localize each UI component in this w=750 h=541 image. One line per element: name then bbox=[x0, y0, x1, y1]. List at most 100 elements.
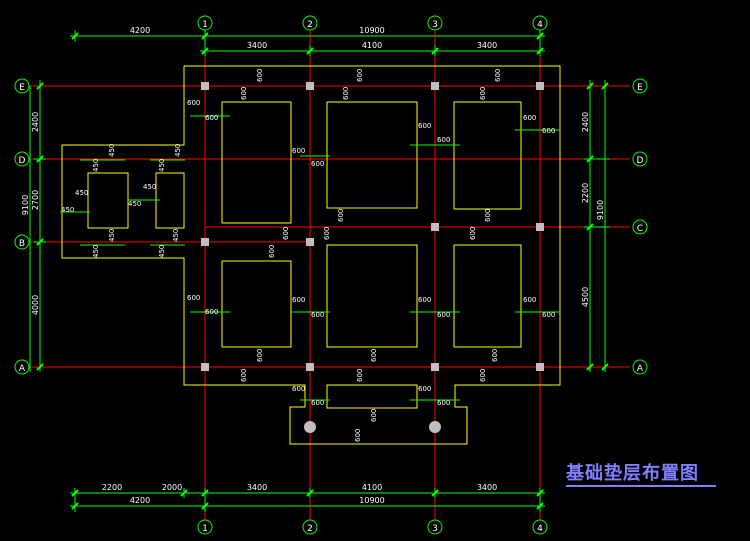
axis-labels: 1 2 3 4 1 2 3 4 E D B A E D C A bbox=[19, 20, 644, 534]
dim-top-s23: 4100 bbox=[362, 41, 382, 50]
axis-d-right: D bbox=[637, 156, 644, 166]
dim-right-total: 9100 bbox=[596, 200, 605, 220]
offset-600: 600 bbox=[356, 369, 364, 382]
dim-top-s12: 3400 bbox=[247, 41, 267, 50]
title-underline bbox=[566, 485, 716, 487]
axis-bubbles bbox=[14, 15, 648, 535]
offset-labels: 600 600 600 600 600 600 600 600 600 600 … bbox=[61, 69, 555, 442]
dim-bottom-s12: 3400 bbox=[247, 483, 267, 492]
footing-pad bbox=[87, 172, 129, 229]
axis-3-top: 3 bbox=[432, 20, 438, 30]
dim-bottom-s23: 4100 bbox=[362, 483, 382, 492]
dim-right-ca: 4500 bbox=[581, 287, 590, 307]
dim-bottom-s34: 3400 bbox=[477, 483, 497, 492]
offset-600: 600 bbox=[354, 429, 362, 442]
offset-600: 600 bbox=[342, 87, 350, 100]
offset-600: 600 bbox=[437, 136, 450, 144]
axis-d-left: D bbox=[19, 156, 26, 166]
offset-600: 600 bbox=[370, 349, 378, 362]
offset-600: 600 bbox=[437, 399, 450, 407]
dim-right-ed: 2400 bbox=[581, 112, 590, 132]
offset-600: 600 bbox=[268, 245, 276, 258]
dim-right-dc: 2200 bbox=[581, 183, 590, 203]
axis-e-left: E bbox=[19, 83, 25, 93]
dim-bottom-left-ext: 4200 bbox=[130, 496, 150, 505]
footing-pad bbox=[326, 384, 418, 409]
offset-450: 450 bbox=[174, 144, 182, 157]
dim-left-ba: 4000 bbox=[31, 295, 40, 315]
offset-600: 600 bbox=[437, 311, 450, 319]
dim-bottom-2200: 2200 bbox=[102, 483, 122, 492]
axis-1-bottom: 1 bbox=[202, 524, 208, 534]
offset-600: 600 bbox=[292, 147, 305, 155]
offset-600: 600 bbox=[418, 122, 431, 130]
footing-pad bbox=[453, 244, 522, 348]
offset-600: 600 bbox=[337, 209, 345, 222]
dim-bottom-2000: 2000 bbox=[162, 483, 182, 492]
dim-top-left-ext: 4200 bbox=[130, 26, 150, 35]
footing-pad bbox=[453, 101, 522, 210]
dim-bottom-total: 10900 bbox=[359, 496, 384, 505]
offset-600: 600 bbox=[418, 296, 431, 304]
axis-c-right: C bbox=[637, 224, 643, 234]
footing-pad bbox=[221, 260, 292, 348]
footing-pad bbox=[155, 172, 185, 229]
offset-450: 450 bbox=[172, 229, 180, 242]
offset-450: 450 bbox=[158, 159, 166, 172]
offset-600: 600 bbox=[256, 349, 264, 362]
offset-600: 600 bbox=[542, 127, 555, 135]
axis-2-top: 2 bbox=[307, 20, 313, 30]
offset-600: 600 bbox=[479, 369, 487, 382]
axis-1-top: 1 bbox=[202, 20, 208, 30]
offset-600: 600 bbox=[187, 99, 200, 107]
axis-4-bottom: 4 bbox=[537, 524, 543, 534]
offset-450: 450 bbox=[92, 245, 100, 258]
drawing-title: 基础垫层布置图 bbox=[566, 463, 699, 484]
offset-450: 450 bbox=[108, 229, 116, 242]
dim-top-s34: 3400 bbox=[477, 41, 497, 50]
offset-450: 450 bbox=[92, 159, 100, 172]
offset-600: 600 bbox=[205, 308, 218, 316]
offset-600: 600 bbox=[542, 311, 555, 319]
axis-e-right: E bbox=[637, 83, 643, 93]
axis-b-left: B bbox=[19, 239, 25, 249]
offset-600: 600 bbox=[494, 69, 502, 82]
dimension-lines bbox=[29, 30, 610, 512]
foundation-outline bbox=[61, 65, 561, 445]
offset-600: 600 bbox=[491, 349, 499, 362]
offset-600: 600 bbox=[256, 69, 264, 82]
offset-600: 600 bbox=[323, 227, 331, 240]
offset-450: 450 bbox=[108, 144, 116, 157]
dimension-ticks bbox=[36, 32, 609, 510]
offset-600: 600 bbox=[292, 296, 305, 304]
offset-450: 450 bbox=[158, 245, 166, 258]
axis-4-top: 4 bbox=[537, 20, 543, 30]
dimension-text: 4200 10900 3400 4100 3400 2200 2000 3400… bbox=[21, 26, 605, 505]
offset-600: 600 bbox=[356, 69, 364, 82]
offset-600: 600 bbox=[418, 385, 431, 393]
offset-600: 600 bbox=[484, 209, 492, 222]
offset-450: 450 bbox=[61, 206, 74, 214]
offset-600: 600 bbox=[311, 311, 324, 319]
offset-450: 450 bbox=[75, 189, 88, 197]
offset-600: 600 bbox=[311, 399, 324, 407]
offset-450: 450 bbox=[128, 200, 141, 208]
offset-600: 600 bbox=[205, 114, 218, 122]
footing-pad bbox=[221, 101, 292, 224]
columns bbox=[201, 82, 544, 433]
offset-600: 600 bbox=[311, 160, 324, 168]
offset-marks bbox=[60, 115, 560, 401]
offset-600: 600 bbox=[240, 87, 248, 100]
offset-600: 600 bbox=[282, 227, 290, 240]
dim-top-total: 10900 bbox=[359, 26, 384, 35]
dim-left-db: 2700 bbox=[31, 190, 40, 210]
offset-600: 600 bbox=[523, 114, 536, 122]
axis-a-left: A bbox=[19, 364, 26, 374]
footing-pad bbox=[326, 101, 418, 209]
offset-600: 600 bbox=[187, 294, 200, 302]
axis-2-bottom: 2 bbox=[307, 524, 313, 534]
axis-a-right: A bbox=[637, 364, 644, 374]
dim-left-ed: 2400 bbox=[31, 112, 40, 132]
axis-lines bbox=[30, 30, 630, 520]
